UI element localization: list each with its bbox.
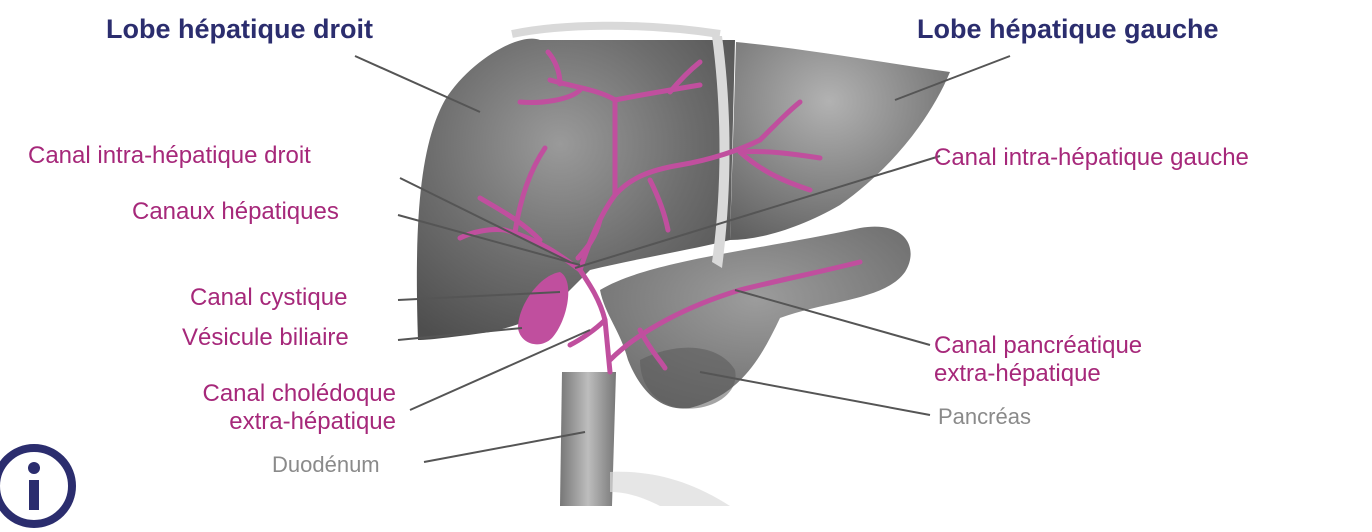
label-duodenum: Duodénum (272, 452, 380, 477)
label-cystic-duct: Canal cystique (190, 284, 347, 312)
label-right-intrahepatic-duct: Canal intra-hépatique droit (28, 142, 311, 170)
label-common-bile-duct-line2: extra-hépatique (150, 408, 396, 436)
label-hepatic-ducts: Canaux hépatiques (132, 198, 339, 226)
duodenum (560, 372, 616, 506)
label-pancreatic-duct: Canal pancréatique extra-hépatique (934, 332, 1142, 387)
label-pancreas: Pancréas (938, 404, 1031, 429)
label-pancreatic-duct-line1: Canal pancréatique (934, 332, 1142, 360)
duodenum-curve (610, 472, 730, 506)
title-right-liver-lobe: Lobe hépatique droit (106, 14, 373, 45)
label-pancreatic-duct-line2: extra-hépatique (934, 360, 1142, 388)
label-left-intrahepatic-duct: Canal intra-hépatique gauche (934, 144, 1249, 172)
label-common-bile-duct: Canal cholédoque extra-hépatique (150, 380, 396, 435)
title-left-liver-lobe: Lobe hépatique gauche (917, 14, 1219, 45)
label-gallbladder: Vésicule biliaire (182, 324, 349, 352)
biliary-anatomy-diagram: Lobe hépatique droit Lobe hépatique gauc… (0, 0, 1372, 506)
label-common-bile-duct-line1: Canal cholédoque (150, 380, 396, 408)
info-icon (0, 440, 80, 532)
liver-top-edge (512, 26, 720, 34)
